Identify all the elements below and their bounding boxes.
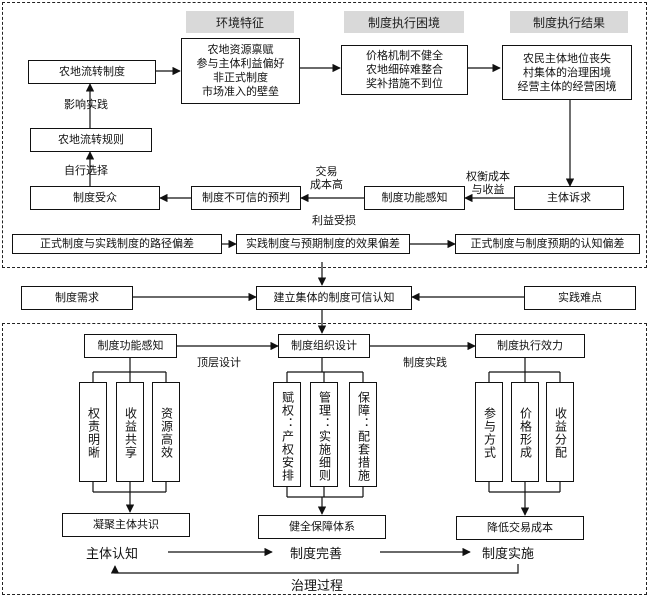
deviation-path: 正式制度与实践制度的路径偏差 — [12, 234, 222, 254]
deviation-cognition: 正式制度与制度预期的认知偏差 — [455, 234, 640, 254]
env-line: 市场准入的壁垒 — [202, 85, 279, 98]
column-text: 权责明晰 — [86, 407, 101, 459]
env-line: 非正式制度 — [213, 71, 268, 84]
column-text: 赋权：产权安排 — [280, 391, 295, 482]
environment-box: 农地资源禀赋 参与主体利益偏好 非正式制度 市场准入的壁垒 — [181, 38, 300, 104]
column-resource-efficiency: 资源高效 — [152, 382, 180, 482]
column-text: 价格形成 — [518, 407, 533, 459]
column-safeguard: 保障：配套措施 — [349, 382, 377, 487]
upper-dashed-frame — [2, 2, 647, 268]
guarantee-system-box: 健全保障体系 — [258, 515, 386, 539]
column-text: 资源高效 — [159, 407, 174, 459]
governance-process: 治理过程 — [291, 579, 344, 594]
deviation-effect: 实践制度与预期制度的效果偏差 — [236, 234, 410, 254]
result-line: 农民主体地位丧失 — [523, 51, 611, 65]
organization-design: 制度组织设计 — [278, 334, 370, 358]
flow-subject-cognition: 主体认知 — [86, 547, 139, 562]
dilemma-box: 价格机制不健全 农地细碎难整合 奖补措施不到位 — [341, 45, 468, 95]
column-price-formation: 价格形成 — [511, 382, 539, 482]
column-benefit-sharing: 收益共享 — [116, 382, 144, 482]
result-line: 村集体的治理困境 — [523, 65, 611, 79]
label-influence-practice: 影响实践 — [64, 98, 108, 111]
unreliable-expectation: 制度不可信的预判 — [191, 186, 301, 210]
label-interest-damaged: 利益受损 — [312, 214, 356, 227]
practice-difficulty: 实践难点 — [524, 286, 636, 310]
dilemma-line: 价格机制不健全 — [366, 49, 443, 62]
reduce-cost-box: 降低交易成本 — [456, 516, 584, 540]
column-benefit-distribution: 收益分配 — [546, 382, 574, 482]
subject-demand: 主体诉求 — [514, 186, 624, 210]
dilemma-line: 农地细碎难整合 — [366, 63, 443, 76]
column-empowerment: 赋权：产权安排 — [273, 382, 301, 487]
label-top-design: 顶层设计 — [197, 356, 241, 369]
label-weigh-line: 与收益 — [471, 183, 505, 196]
column-text: 收益分配 — [553, 407, 568, 459]
flow-institution-implement: 制度实施 — [482, 547, 535, 562]
consensus-box: 凝聚主体共识 — [62, 513, 190, 537]
column-text: 收益共享 — [123, 407, 138, 459]
label-institutional-practice: 制度实践 — [403, 356, 447, 369]
execution-effectiveness: 制度执行效力 — [475, 334, 585, 358]
column-text: 参与方式 — [482, 407, 497, 459]
result-line: 经营主体的经营困境 — [517, 79, 617, 93]
column-participation: 参与方式 — [475, 382, 503, 482]
lower-dashed-frame — [2, 323, 647, 595]
label-weigh-line: 权衡成本 — [466, 170, 510, 183]
system-audience: 制度受众 — [30, 186, 160, 210]
label-trade-cost-line: 成本高 — [310, 178, 343, 191]
land-transfer-system: 农地流转制度 — [28, 60, 156, 84]
header-execution-result: 制度执行结果 — [510, 11, 628, 33]
dilemma-line: 奖补措施不到位 — [366, 77, 443, 90]
institutional-demand: 制度需求 — [21, 286, 133, 310]
collective-credibility: 建立集体的制度可信认知 — [256, 286, 412, 310]
function-perception-bottom: 制度功能感知 — [84, 334, 177, 358]
column-management: 管理：实施细则 — [310, 382, 338, 487]
header-environment: 环境特征 — [186, 11, 294, 33]
label-weigh-cost-benefit: 权衡成本 与收益 — [466, 170, 510, 196]
label-trade-cost-line: 交易 — [315, 165, 338, 178]
column-text: 保障：配套措施 — [356, 391, 371, 482]
flow-institution-improve: 制度完善 — [290, 547, 343, 562]
column-text: 管理：实施细则 — [317, 391, 332, 482]
header-execution-dilemma: 制度执行困境 — [344, 11, 464, 33]
label-trade-cost: 交易 成本高 — [310, 165, 343, 191]
result-box: 农民主体地位丧失 村集体的治理困境 经营主体的经营困境 — [502, 45, 632, 100]
land-transfer-rules: 农地流转规则 — [30, 128, 152, 152]
env-line: 参与主体利益偏好 — [196, 57, 285, 70]
env-line: 农地资源禀赋 — [207, 43, 274, 56]
column-rights-clarity: 权责明晰 — [79, 382, 107, 482]
label-self-choice: 自行选择 — [64, 164, 108, 177]
function-perception-top: 制度功能感知 — [364, 186, 465, 210]
